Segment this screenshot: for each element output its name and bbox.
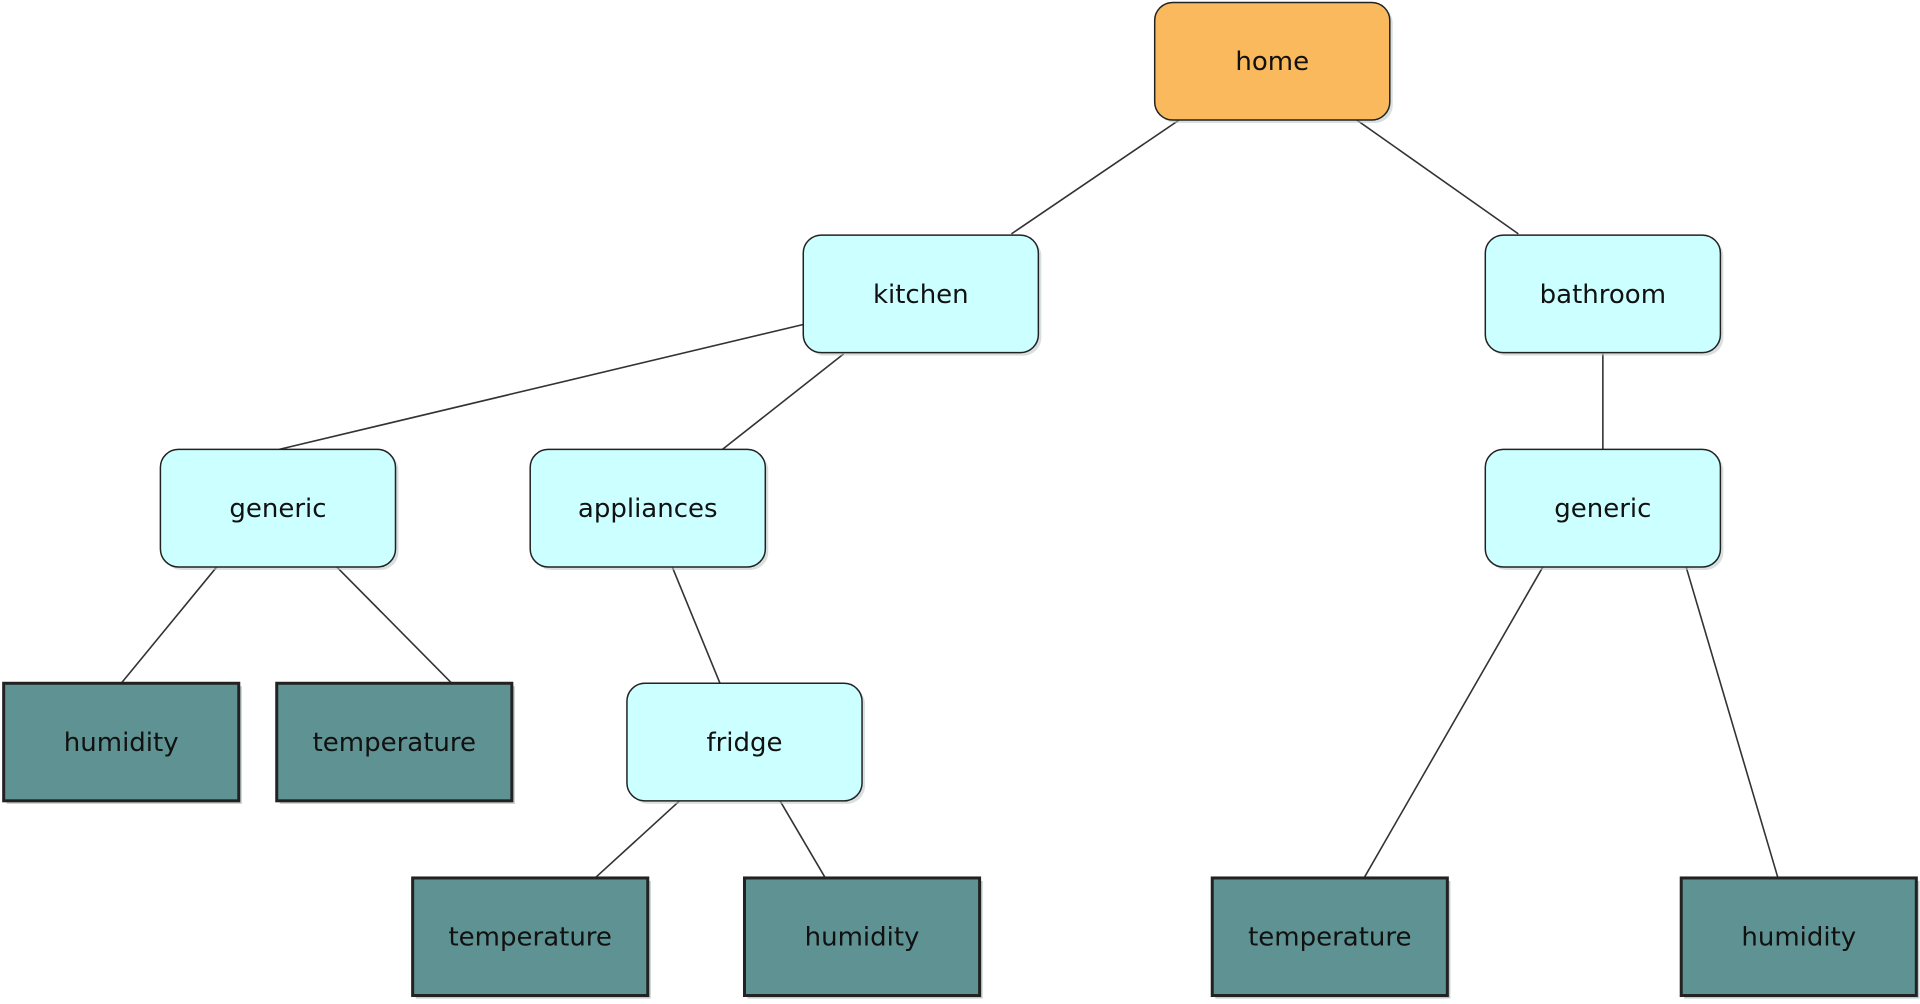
node-label: fridge — [706, 728, 782, 758]
node-label: kitchen — [873, 280, 969, 310]
edge-bathroom-generic-to-bathroom-generic-humidity — [1685, 566, 1779, 879]
node-box — [742, 876, 982, 998]
node-kitchen: kitchen — [802, 234, 1042, 356]
node-box — [275, 681, 514, 803]
node-box — [802, 234, 1040, 354]
node-box — [1210, 876, 1449, 998]
node-label: generic — [1554, 494, 1651, 524]
node-box — [159, 448, 397, 568]
node-label: generic — [229, 494, 326, 524]
node-bathroom-generic: generic — [1484, 448, 1724, 570]
node-label: temperature — [1248, 923, 1411, 953]
node-label: temperature — [448, 923, 611, 953]
node-box — [1484, 234, 1722, 354]
node-label: appliances — [578, 494, 718, 524]
node-fridge-humidity: humidity — [742, 876, 983, 999]
node-bathroom: bathroom — [1484, 234, 1724, 356]
node-box — [626, 682, 863, 802]
node-fridge: fridge — [626, 682, 866, 804]
node-box — [1679, 876, 1918, 998]
edge-fridge-to-fridge-humidity — [779, 800, 826, 879]
node-label: humidity — [805, 923, 920, 953]
edge-kitchen-to-appliances — [721, 353, 845, 451]
edge-kitchen-generic-to-kitchen-generic-temperature — [336, 566, 453, 684]
node-label: humidity — [1741, 923, 1856, 953]
edge-home-to-kitchen — [1010, 119, 1180, 235]
node-kitchen-generic: generic — [159, 448, 399, 570]
node-label: temperature — [313, 728, 476, 758]
edge-bathroom-generic-to-bathroom-generic-temperature — [1363, 566, 1544, 879]
node-label: home — [1235, 47, 1309, 77]
node-fridge-temperature: temperature — [411, 876, 651, 999]
node-bathroom-generic-temperature: temperature — [1210, 876, 1451, 999]
node-label: humidity — [64, 728, 179, 758]
edge-fridge-to-fridge-temperature — [594, 800, 681, 879]
node-box — [529, 448, 767, 568]
node-home: home — [1153, 1, 1393, 123]
edge-appliances-to-fridge — [671, 566, 721, 684]
node-box — [411, 876, 650, 998]
node-bathroom-generic-humidity: humidity — [1679, 876, 1920, 999]
node-box — [1484, 448, 1722, 568]
edge-kitchen-to-kitchen-generic — [278, 323, 804, 451]
node-appliances: appliances — [529, 448, 769, 570]
node-box — [1153, 1, 1391, 121]
node-box — [2, 681, 241, 803]
node-kitchen-generic-temperature: temperature — [275, 681, 515, 804]
edge-kitchen-generic-to-kitchen-generic-humidity — [120, 566, 218, 684]
node-kitchen-generic-humidity: humidity — [2, 681, 242, 804]
node-label: bathroom — [1540, 280, 1666, 310]
connector-lines — [120, 119, 1779, 879]
edge-home-to-bathroom — [1356, 119, 1519, 235]
